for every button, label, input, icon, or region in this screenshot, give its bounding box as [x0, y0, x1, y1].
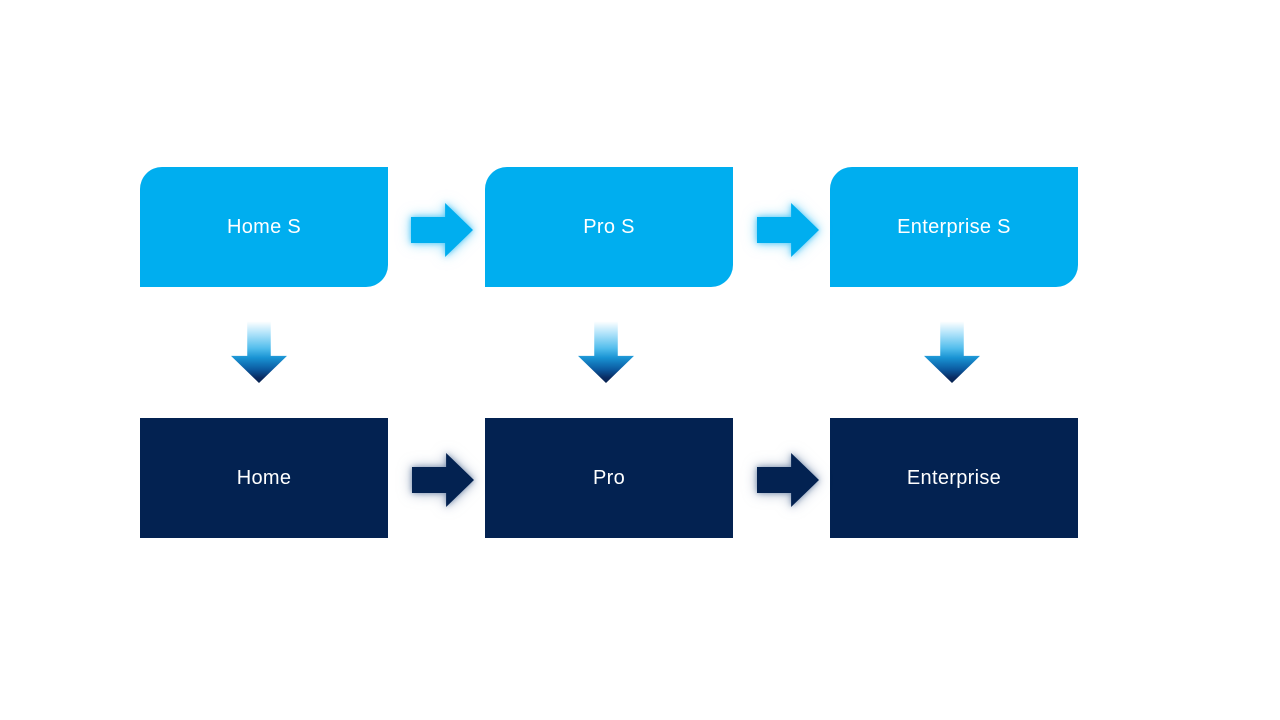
node-label: Pro S: [583, 215, 635, 238]
down-arrow-icon: [231, 320, 287, 383]
node-pro: Pro: [485, 418, 733, 538]
node-enterprise: Enterprise: [830, 418, 1078, 538]
right-arrow-shape: [757, 203, 819, 257]
node-pro-s: Pro S: [485, 167, 733, 287]
right-arrow-shape: [412, 453, 474, 507]
down-arrow-icon: [578, 320, 634, 383]
node-enterprise-s: Enterprise S: [830, 167, 1078, 287]
node-label: Pro: [592, 466, 626, 489]
node-home-s: Home S: [140, 167, 388, 287]
node-label: Home S: [226, 215, 302, 238]
node-home: Home: [140, 418, 388, 538]
right-arrow-icon: [412, 453, 474, 507]
node-label: Enterprise S: [897, 215, 1011, 238]
down-arrow-icon: [924, 320, 980, 383]
right-arrow-shape: [757, 453, 819, 507]
node-label: Home: [236, 466, 292, 489]
right-arrow-icon: [757, 203, 819, 257]
right-arrow-icon: [757, 453, 819, 507]
node-label: Enterprise: [906, 466, 1002, 489]
right-arrow-shape: [411, 203, 473, 257]
right-arrow-icon: [411, 203, 473, 257]
